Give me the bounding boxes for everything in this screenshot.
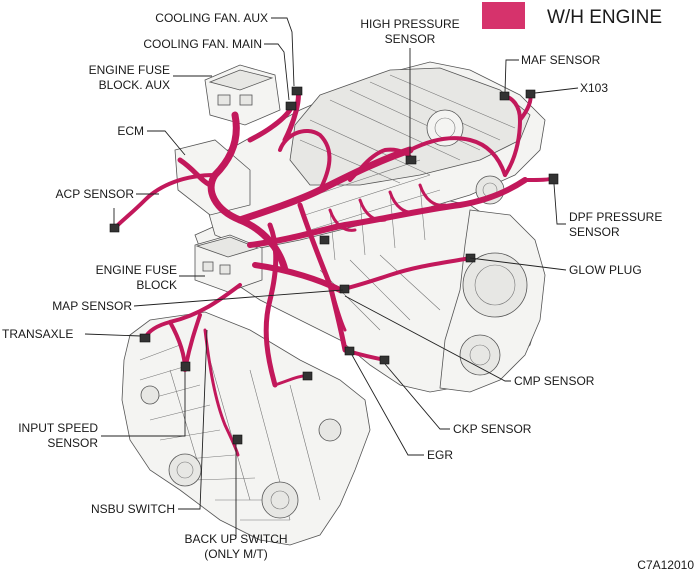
label-engine-fuse-block-line2: BLOCK [136,278,177,292]
label-acp-sensor: ACP SENSOR [56,187,135,201]
label-cooling-fan-main: COOLING FAN. MAIN [143,37,262,51]
label-engine-fuse-block-aux-line2: BLOCK. AUX [99,78,170,92]
leader-lines [84,17,579,538]
engine-fuse-block-aux [204,64,281,126]
connectors [109,86,559,445]
label-ckp-sensor: CKP SENSOR [453,422,532,436]
label-high-pressure-sensor-line2: SENSOR [385,32,436,46]
label-input-speed-sensor-line1: INPUT SPEED [18,421,98,435]
label-back-up-switch-line1: BACK UP SWITCH [184,532,287,546]
callout-labels: COOLING FAN. AUX COOLING FAN. MAIN ENGIN… [2,11,662,561]
label-back-up-switch-line2: (ONLY M/T) [204,547,268,561]
figure-code: C7A12010 [637,558,694,572]
label-engine-fuse-block-aux-line1: ENGINE FUSE [89,63,170,77]
label-egr: EGR [427,448,453,462]
label-map-sensor: MAP SENSOR [52,299,132,313]
label-dpf-pressure-sensor-line1: DPF PRESSURE [569,210,662,224]
label-ecm: ECM [117,124,144,138]
transaxle-bolts [140,385,342,519]
label-glow-plug: GLOW PLUG [569,263,642,277]
engine-fuse-block [194,234,263,293]
label-dpf-pressure-sensor-line2: SENSOR [569,225,620,239]
diagram-title: W/H ENGINE [547,7,662,28]
label-nsbu-switch: NSBU SWITCH [91,502,175,516]
label-cmp-sensor: CMP SENSOR [514,374,595,388]
label-cooling-fan-aux: COOLING FAN. AUX [155,11,268,25]
label-high-pressure-sensor-line1: HIGH PRESSURE [360,17,459,31]
label-engine-fuse-block-line1: ENGINE FUSE [96,263,177,277]
title-badge [482,2,525,29]
label-x103: X103 [580,81,608,95]
label-transaxle: TRANSAXLE [2,327,73,341]
label-maf-sensor: MAF SENSOR [521,53,601,67]
label-input-speed-sensor-line2: SENSOR [47,436,98,450]
